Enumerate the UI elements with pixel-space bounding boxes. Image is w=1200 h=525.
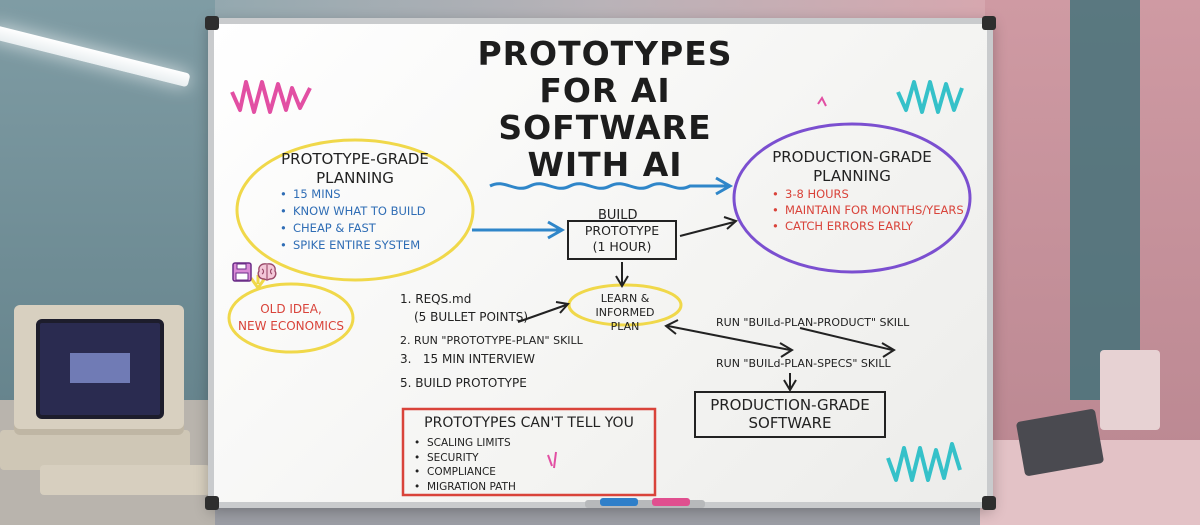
production-grade-title-line: PLANNING xyxy=(813,167,891,185)
production-grade-title: PRODUCTION-GRADE PLANNING xyxy=(750,148,954,186)
skill-product: RUN "BUILd-PLAN-PRODUCT" SKILL xyxy=(716,316,910,329)
prototype-grade-title-line: PLANNING xyxy=(316,169,394,187)
learn-plan-text: LEARN & INFORMED PLAN xyxy=(572,292,678,334)
list-item: MIGRATION PATH xyxy=(414,480,516,495)
list-item: 3-8 HOURS xyxy=(772,186,964,202)
cant-tell-title: PROTOTYPES CAN'T TELL YOU xyxy=(424,415,634,431)
retro-keyboard xyxy=(40,465,210,495)
step-prototype-plan: 2. RUN "PROTOTYPE-PLAN" SKILL xyxy=(400,334,583,347)
arrow-to-build-head xyxy=(547,220,566,240)
production-software-text: PRODUCTION-GRADE SOFTWARE xyxy=(695,396,885,432)
pink-squiggle xyxy=(230,80,312,114)
prototype-grade-title-line: PROTOTYPE-GRADE xyxy=(281,150,429,168)
list-item: COMPLIANCE xyxy=(414,465,516,480)
board-title: PROTOTYPES FOR AI SOFTWARE WITH AI xyxy=(400,35,810,183)
title-line: FOR AI xyxy=(539,71,671,110)
step-build: 5. BUILD PROTOTYPE xyxy=(400,376,527,390)
double-arrow-right-head xyxy=(779,342,794,358)
retro-computer-screen xyxy=(36,319,164,419)
teal-wall-stripe xyxy=(1070,0,1140,400)
list-item: KNOW WHAT TO BUILD xyxy=(280,203,426,220)
computer-base xyxy=(0,430,190,470)
list-item: CHEAP & FAST xyxy=(280,220,426,237)
arrow-specs-to-software-head xyxy=(783,379,797,392)
cyan-squiggle-bottom xyxy=(886,442,962,482)
production-grade-title-line: PRODUCTION-GRADE xyxy=(772,148,932,166)
brain-icon xyxy=(256,262,278,288)
prototype-grade-list: 15 MINS KNOW WHAT TO BUILD CHEAP & FAST … xyxy=(280,186,426,254)
step-reqs-detail: (5 BULLET POINTS) xyxy=(414,310,529,324)
list-item: MAINTAIN FOR MONTHS/YEARS xyxy=(772,202,964,218)
screen-glyph xyxy=(70,353,130,383)
old-idea-ellipse xyxy=(227,282,355,354)
build-label: BUILD xyxy=(598,208,638,223)
blue-marker[interactable] xyxy=(600,498,638,506)
skill-specs: RUN "BUILd-PLAN-SPECS" SKILL xyxy=(716,357,891,370)
cant-tell-box xyxy=(401,407,657,497)
build-prototype-text: PROTOTYPE (1 HOUR) xyxy=(568,223,676,255)
double-arrow-left-head xyxy=(664,319,679,335)
production-software-box xyxy=(694,391,886,438)
step-reqs: 1. REQS.md xyxy=(400,292,472,306)
learn-plan-line: LEARN & INFORMED xyxy=(595,292,655,319)
whiteboard-corner xyxy=(205,496,219,510)
old-idea-line: OLD IDEA, xyxy=(260,302,322,316)
list-item: SCALING LIMITS xyxy=(414,436,516,451)
title-line: SOFTWARE xyxy=(498,108,712,147)
production-grade-list: 3-8 HOURS MAINTAIN FOR MONTHS/YEARS CATC… xyxy=(772,186,964,234)
cant-tell-list: SCALING LIMITS SECURITY COMPLIANCE MIGRA… xyxy=(414,436,516,494)
step-interview: 3. 15 MIN INTERVIEW xyxy=(400,352,535,366)
prototype-grade-ellipse xyxy=(235,138,475,282)
wavy-arrow-head xyxy=(715,176,734,196)
arrow-product-to-specs xyxy=(799,327,893,351)
whiteboard xyxy=(208,18,993,508)
floppy-disk-icon xyxy=(232,262,252,288)
arrow-product-to-specs-head xyxy=(881,342,896,358)
pink-dot xyxy=(817,96,827,107)
old-idea-text: OLD IDEA, NEW ECONOMICS xyxy=(232,301,350,335)
title-line: PROTOTYPES xyxy=(477,34,733,73)
list-item: 15 MINS xyxy=(280,186,426,203)
wavy-arrow-to-production xyxy=(489,182,728,190)
learn-plan-line: PLAN xyxy=(610,320,640,333)
build-prototype-box xyxy=(567,220,677,260)
arrow-to-old-idea-head xyxy=(249,277,267,291)
whiteboard-corner xyxy=(982,16,996,30)
arrow-build-to-production xyxy=(679,221,735,237)
whiteboard-corner xyxy=(205,16,219,30)
list-item: CATCH ERRORS EARLY xyxy=(772,218,964,234)
production-grade-ellipse xyxy=(732,122,972,274)
arrow-steps-to-learn xyxy=(517,304,567,323)
list-item: SECURITY xyxy=(414,451,516,466)
arrow-steps-to-learn-head xyxy=(555,301,570,314)
double-arrow-learn-skills xyxy=(667,325,791,351)
cyan-squiggle-top xyxy=(896,80,964,114)
learn-plan-ellipse xyxy=(567,283,683,327)
right-device xyxy=(1100,350,1160,430)
retro-computer xyxy=(14,305,184,435)
production-software-line: PRODUCTION-GRADE xyxy=(710,396,870,414)
build-prototype-line: PROTOTYPE xyxy=(584,223,660,238)
pink-scribble xyxy=(547,451,557,469)
arrow-build-to-production-head xyxy=(723,216,738,230)
marker-tray xyxy=(585,500,705,508)
prototype-grade-title: PROTOTYPE-GRADE PLANNING xyxy=(262,150,448,188)
title-line: WITH AI xyxy=(527,145,683,184)
whiteboard-corner xyxy=(982,496,996,510)
pink-marker[interactable] xyxy=(652,498,690,506)
arrow-build-to-learn-head xyxy=(615,275,629,288)
production-software-line: SOFTWARE xyxy=(748,414,832,432)
build-prototype-line: (1 HOUR) xyxy=(592,239,652,254)
old-idea-line: NEW ECONOMICS xyxy=(238,319,344,333)
list-item: SPIKE ENTIRE SYSTEM xyxy=(280,237,426,254)
